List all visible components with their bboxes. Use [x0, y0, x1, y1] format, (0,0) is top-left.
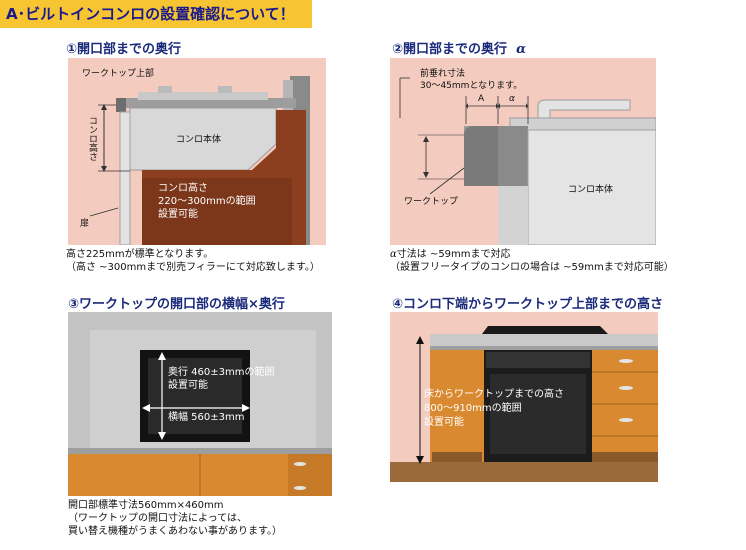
section1-caption-line1: 高さ225mmが標準となります。: [66, 249, 214, 260]
konro-body-label-2: コンロ本体: [568, 185, 614, 195]
section2-diagram: [390, 58, 656, 245]
konro-range-line2: 220〜300mmの範囲: [158, 196, 256, 207]
section3-title: ③ワークトップの開口部の横幅×奥行: [68, 297, 285, 312]
konro-body-label: コンロ本体: [176, 135, 222, 145]
konro-height-label: コンロ高さ: [87, 116, 97, 161]
section2-title-main: ②開口部までの奥行: [392, 42, 508, 57]
section2-caption-line1: α寸法は ~59mmまで対応: [390, 249, 511, 261]
section3-diagram: [68, 312, 332, 496]
konro-range-line3: 設置可能: [158, 209, 198, 220]
page-banner: A･ビルトインコンロの設置確認について！: [0, 0, 312, 28]
section4-figure: 床からワークトップまでの高さ 800〜910mmの範囲 設置可能: [390, 312, 658, 482]
floor-height-line3: 設置可能: [424, 417, 464, 428]
worktop-top-label: ワークトップ上部: [82, 69, 155, 79]
opening-depth-line1: 奥行 460±3mmの範囲: [168, 367, 275, 378]
section2-caption-line2: （設置フリータイプのコンロの場合は ~59mmまで対応可能）: [390, 262, 674, 273]
konro-range-line1: コンロ高さ: [158, 183, 208, 194]
section3-caption-line1: 開口部標準寸法560mm×460mm: [68, 500, 224, 511]
section1-figure: ワークトップ上部 コンロ高さ コンロ本体 コンロ高さ 220〜300mmの範囲 …: [68, 58, 326, 245]
section1-caption-line2: （高さ ~300mmまで別売フィラーにて対応致します。）: [66, 262, 320, 273]
section3-caption-line2: （ワークトップの開口寸法によっては、: [68, 513, 247, 524]
floor-height-line2: 800〜910mmの範囲: [424, 403, 522, 414]
front-hang-line2: 30〜45mmとなります。: [420, 81, 523, 91]
section3-figure: 奥行 460±3mmの範囲 設置可能 横幅 560±3mm: [68, 312, 332, 496]
dimension-a-label: A: [478, 94, 485, 104]
section4-diagram: [390, 312, 658, 482]
opening-depth-line2: 設置可能: [168, 380, 208, 391]
section3-caption-line3: 買い替え機種がうまくあわない事があります。）: [68, 526, 282, 537]
section2-caption-alpha: α: [390, 249, 397, 260]
section2-title: ②開口部までの奥行 α: [392, 38, 526, 57]
section2-caption-line1-text: 寸法は ~59mmまで対応: [396, 249, 511, 260]
section2-title-alpha: α: [516, 42, 527, 57]
floor-height-line1: 床からワークトップまでの高さ: [424, 389, 564, 400]
door-label: 扉: [80, 219, 90, 229]
worktop-label: ワークトップ: [404, 197, 459, 207]
opening-width-label: 横幅 560±3mm: [168, 412, 245, 423]
section1-title: ①開口部までの奥行: [66, 42, 182, 57]
dimension-alpha-label: α: [509, 94, 515, 104]
section4-title: ④コンロ下端からワークトップ上部までの高さ: [392, 297, 664, 312]
section2-figure: 前垂れ寸法 30〜45mmとなります。 A α ワークトップ コンロ本体: [390, 58, 656, 245]
front-hang-line1: 前垂れ寸法: [420, 69, 466, 79]
section1-diagram: [68, 58, 326, 245]
